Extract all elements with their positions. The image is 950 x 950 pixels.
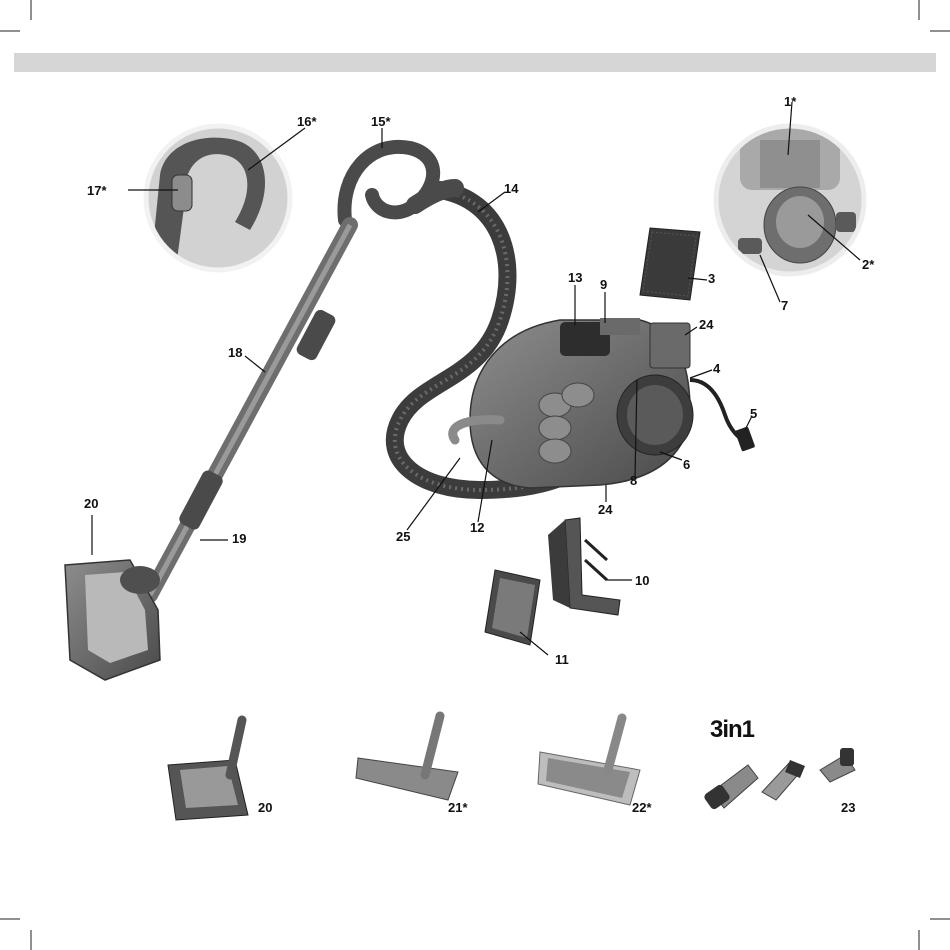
nozzle-20-small [168,720,248,820]
motor-filter [485,570,540,645]
label-4: 4 [713,361,720,376]
label-13: 13 [568,270,582,285]
label-20-accessory: 20 [258,800,272,815]
detail-circle-handle [146,126,290,275]
label-3: 3 [708,271,715,286]
label-16: 16* [297,114,317,129]
label-23: 23 [841,800,855,815]
nozzle-21 [356,716,458,800]
label-14: 14 [504,181,518,196]
label-8: 8 [630,473,637,488]
label-12: 12 [470,520,484,535]
label-19: 19 [232,531,246,546]
exhaust-filter [640,228,700,300]
label-11: 11 [555,652,569,667]
label-10: 10 [635,573,649,588]
label-5: 5 [750,406,757,421]
label-9: 9 [600,277,607,292]
label-25: 25 [396,529,410,544]
label-17: 17* [87,183,107,198]
detail-circle-buttons [716,120,864,274]
nozzle-22 [538,718,640,805]
label-22: 22* [632,800,652,815]
label-7: 7 [781,298,788,313]
label-20-main: 20 [84,496,98,511]
label-18: 18 [228,345,242,360]
floor-nozzle-main [65,560,160,680]
label-24-bottom: 24 [598,502,612,517]
label-3in1: 3in1 [710,716,754,744]
filter-holder [548,518,620,615]
label-2: 2* [862,257,874,272]
label-1: 1* [784,94,796,109]
label-24-top: 24 [699,317,713,332]
label-21: 21* [448,800,468,815]
label-6: 6 [683,457,690,472]
tool-3in1 [703,748,855,811]
label-15: 15* [371,114,391,129]
